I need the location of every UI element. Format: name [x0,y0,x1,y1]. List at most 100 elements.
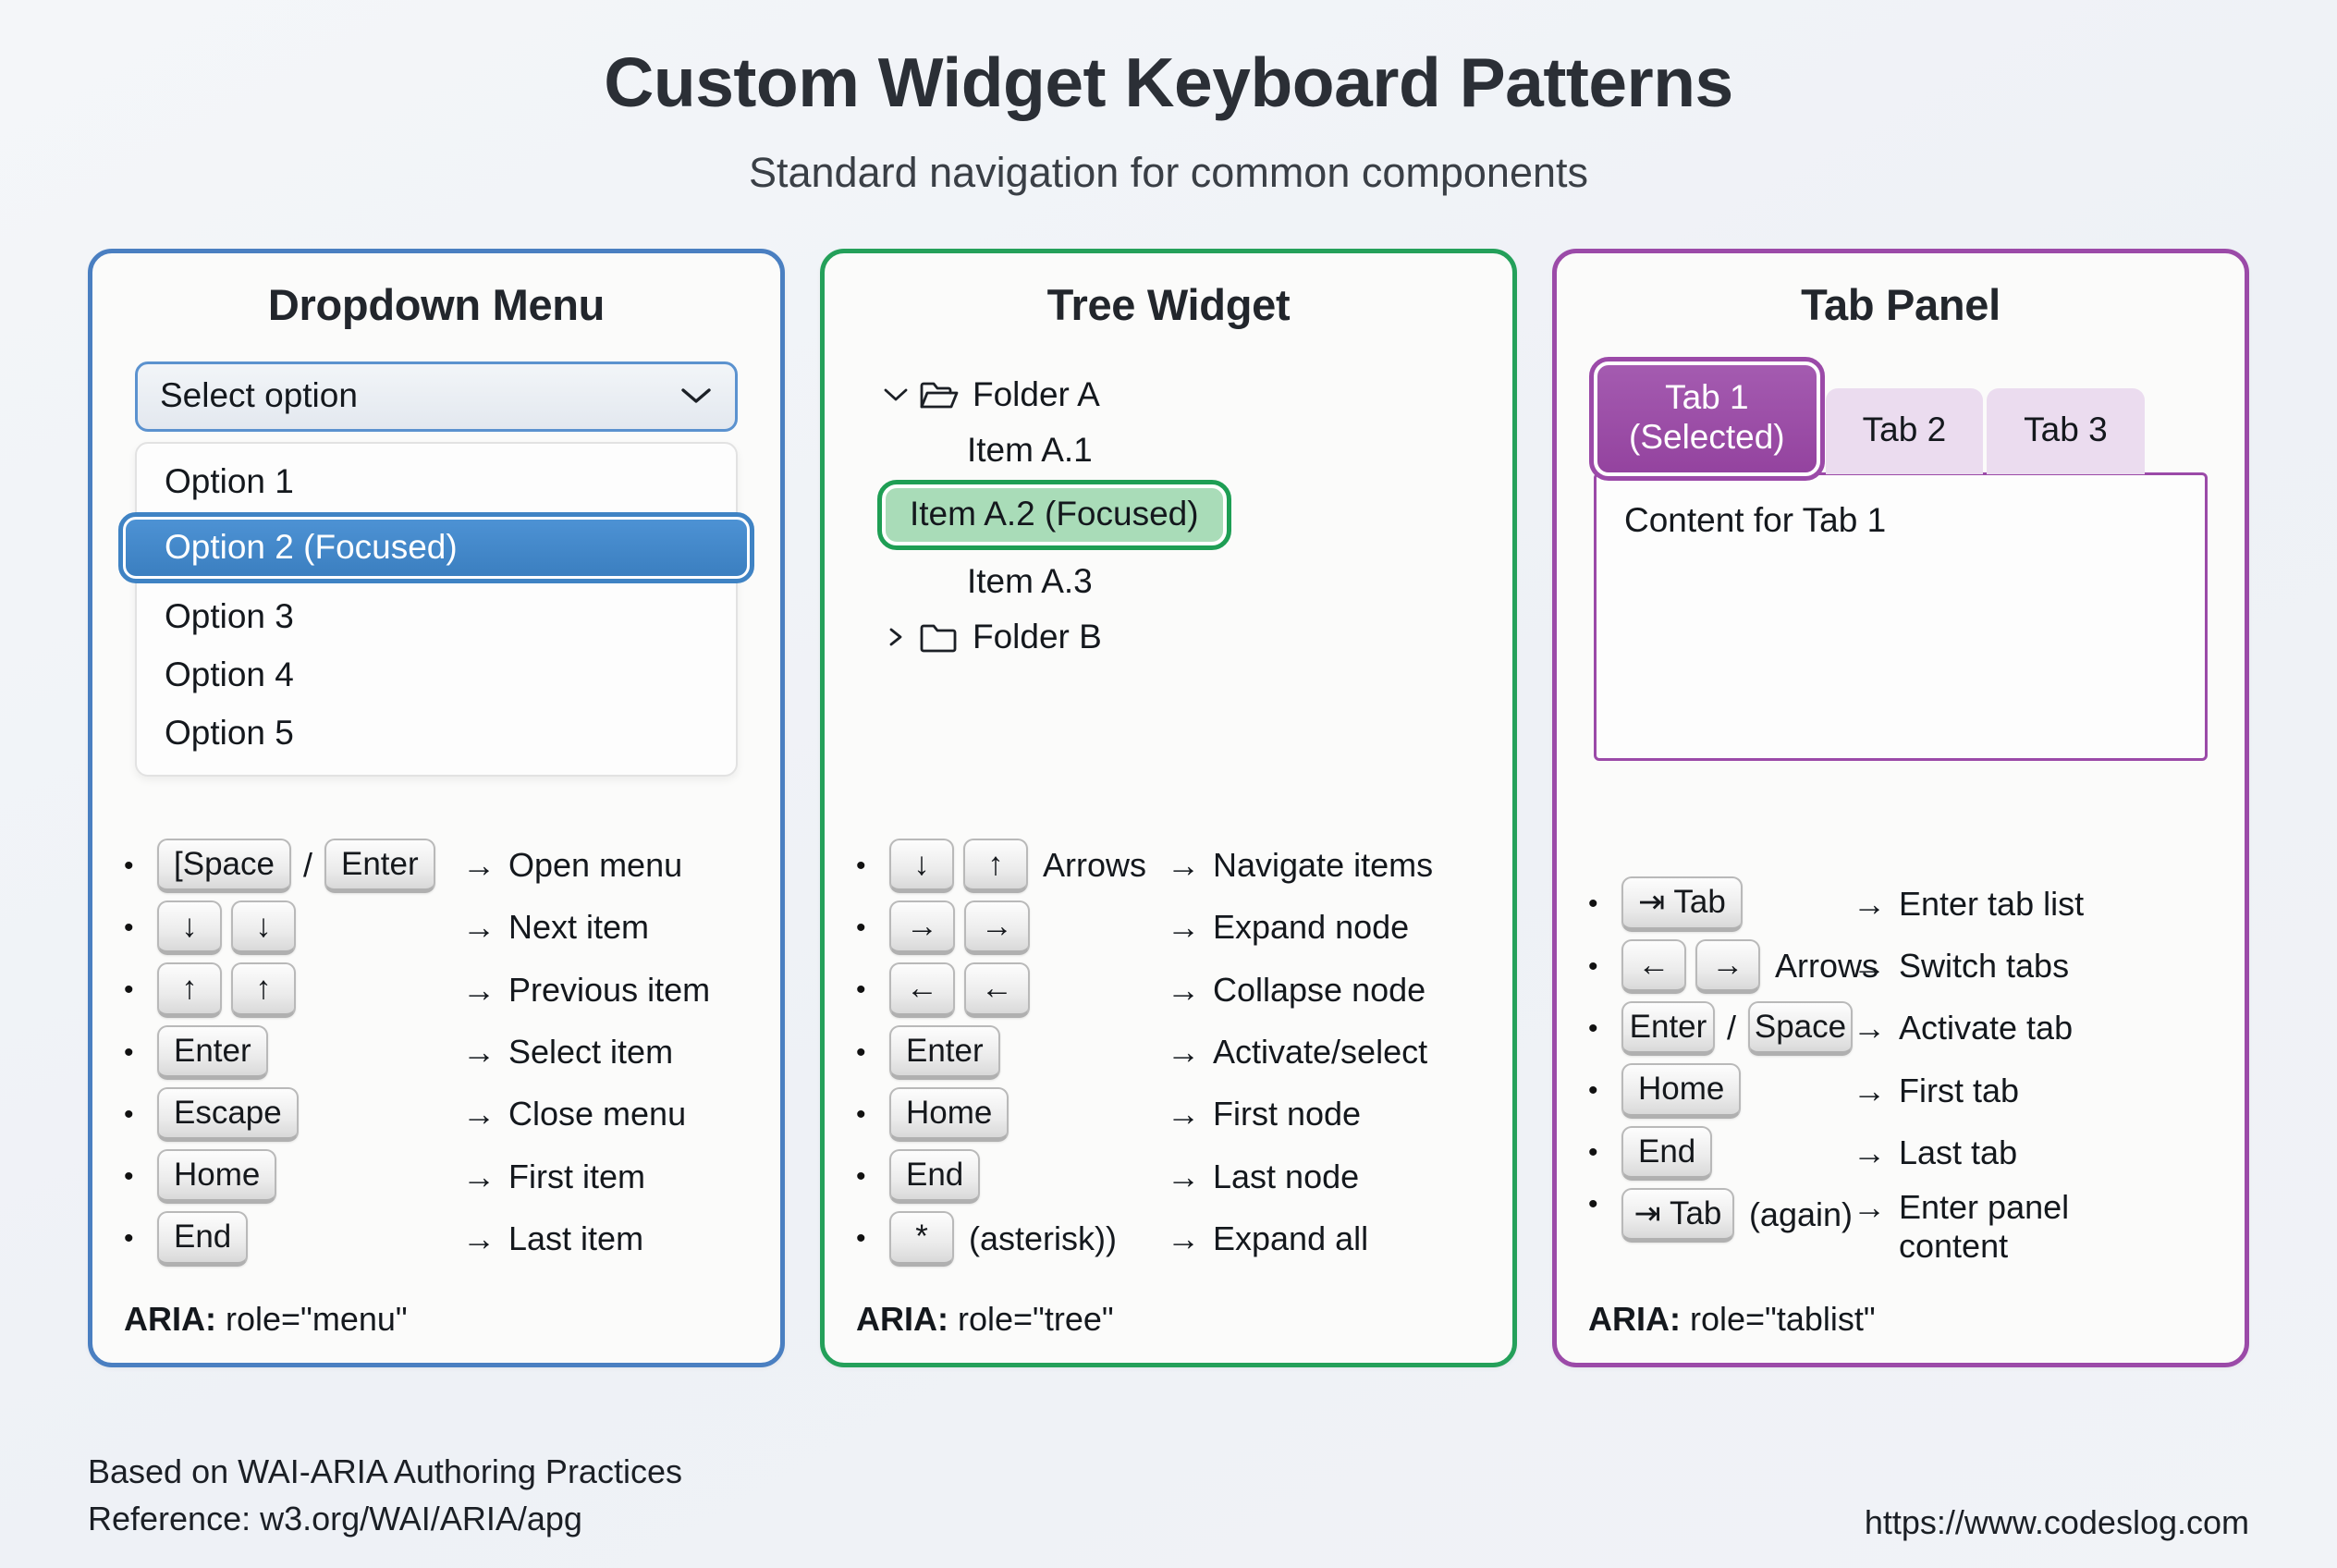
dropdown-option[interactable]: Option 5 [165,714,294,753]
dropdown-option[interactable]: Option 1 [165,461,294,500]
shortcut-description: → Last tab [1853,1133,2213,1172]
key-cap-arrow-right[interactable]: → [889,900,955,956]
aria-value: role="menu" [226,1299,408,1338]
shortcut-row: • ← ← → Collapse node [856,962,1481,1018]
shortcut-description: → Collapse node [1167,971,1481,1010]
dropdown-option-focused[interactable]: Option 2 (Focused) [118,511,754,584]
tree-node-folder-a[interactable]: Folder A [882,367,1475,423]
bullet-icon: • [1588,1075,1598,1107]
shortcut-desc-text: Previous item [508,970,711,1009]
key-cap-tab[interactable]: ⇥ Tab [1621,876,1743,932]
key-group: Enter [157,1024,462,1080]
aria-note-tabs: ARIA: role="tablist" [1588,1274,2213,1339]
shortcut-row: • ↓ ↓ → Next item [124,900,749,956]
key-cap[interactable]: Enter [1621,1000,1715,1057]
arrow-icon: → [1167,970,1200,1009]
shortcut-description: → Expand node [1167,908,1481,947]
key-separator: / [302,846,312,885]
key-cap-arrow-right[interactable]: → [1695,938,1760,994]
key-cap-arrow-left[interactable]: ← [889,962,955,1018]
key-cap[interactable]: End [157,1211,249,1267]
arrow-icon: → [1853,1071,1886,1109]
shortcut-description: → First item [462,1158,749,1196]
bullet-icon: • [1588,1012,1598,1044]
shortcut-row: • Enter → Activate/select [856,1024,1481,1080]
key-group: ← → Arrows [1621,938,1878,994]
key-cap[interactable]: Escape [157,1086,299,1143]
key-cap-arrow-down[interactable]: ↓ [231,900,296,956]
key-group: Enter [889,1024,1167,1080]
arrow-icon: → [1167,1219,1200,1257]
key-cap[interactable]: Space [1747,1000,1853,1057]
shortcut-desc-text: First node [1213,1095,1362,1133]
shortcut-description: → Open menu [462,846,749,885]
key-cap-arrow-left[interactable]: ← [1621,938,1686,994]
aria-value: role="tablist" [1690,1299,1876,1338]
dropdown-trigger[interactable]: Select option [135,361,738,432]
arrow-icon: → [1167,908,1200,947]
shortcut-description: → First tab [1853,1072,2213,1110]
tab-label: Tab 3 [2024,410,2108,448]
key-cap-arrow-right[interactable]: → [964,900,1030,956]
key-cap[interactable]: End [889,1149,981,1205]
aria-label: ARIA: [124,1299,216,1338]
tab-widget: Tab 1 (Selected) Tab 2 Tab 3 Content for… [1588,356,2213,761]
bullet-icon: • [124,1098,134,1130]
key-cap[interactable]: End [1621,1125,1713,1181]
shortcut-row: • Enter → Select item [124,1024,749,1080]
key-cap-asterisk[interactable]: * [889,1211,954,1267]
page-title: Custom Widget Keyboard Patterns [604,43,1733,121]
footer-line-1: Based on WAI-ARIA Authoring Practices [88,1452,682,1490]
tree-item-focused[interactable]: Item A.2 (Focused) [877,478,1475,554]
shortcut-desc-text: Collapse node [1213,970,1426,1009]
shortcut-description: → Last item [462,1219,749,1258]
key-cap-arrow-down[interactable]: ↓ [157,900,222,956]
arrow-icon: → [462,1032,496,1071]
key-cap[interactable]: Enter [324,838,435,893]
key-cap-arrow-up[interactable]: ↑ [231,962,296,1018]
key-cap[interactable]: Enter [157,1024,268,1080]
key-cap-arrow-left[interactable]: ← [964,962,1030,1018]
bullet-icon: • [856,1161,866,1193]
tree-node-folder-b[interactable]: Folder B [882,609,1475,665]
footer: Based on WAI-ARIA Authoring Practices Re… [88,1448,2249,1542]
dropdown-option[interactable]: Option 3 [165,597,294,635]
key-cap-arrow-down[interactable]: ↓ [889,838,954,893]
key-cap[interactable]: [Space [157,838,291,893]
key-cap[interactable]: Home [889,1086,1009,1143]
chevron-down-icon[interactable] [882,386,919,404]
dropdown-option[interactable]: Option 4 [165,655,294,694]
tab-3[interactable]: Tab 3 [1987,387,2145,474]
shortcut-desc-text: First tab [1899,1071,2020,1109]
bullet-icon: • [1588,1137,1598,1169]
shortcut-desc-text: Activate/select [1213,1032,1428,1071]
key-cap-arrow-up[interactable]: ↑ [157,962,222,1018]
aria-note-tree: ARIA: role="tree" [856,1274,1481,1339]
key-cap[interactable]: Home [1621,1063,1742,1119]
key-group: Home [889,1086,1167,1143]
key-cap-arrow-up[interactable]: ↑ [963,838,1028,893]
key-group: * (asterisk)) [889,1211,1167,1267]
bullet-icon: • [124,912,134,943]
key-group: End [157,1211,462,1267]
tab-1[interactable]: Tab 1 (Selected) [1589,356,1825,481]
dropdown-trigger-label: Select option [160,375,358,414]
arrow-icon: → [462,1095,496,1133]
chevron-right-icon[interactable] [882,626,919,648]
tab-2[interactable]: Tab 2 [1825,387,1984,474]
chevron-down-icon [679,386,713,406]
folder-open-icon [919,379,967,410]
shortcut-desc-text: Enter panel content [1899,1187,2070,1266]
tree-item-focused-label: Item A.2 (Focused) [877,479,1231,550]
key-cap[interactable]: Enter [889,1024,1000,1080]
footer-url[interactable]: https://www.codeslog.com [1864,1503,2249,1541]
tree-item[interactable]: Item A.1 [882,423,1475,478]
panel-tree-widget: Tree Widget Folder A [820,248,1517,1367]
key-cap[interactable]: Home [157,1149,277,1205]
tree-item[interactable]: Item A.3 [882,554,1475,609]
key-group: End [1621,1125,1853,1181]
key-group-caption: Arrows [1775,947,1879,986]
key-cap-tab[interactable]: ⇥ Tab [1621,1187,1734,1243]
key-group: End [889,1149,1167,1205]
